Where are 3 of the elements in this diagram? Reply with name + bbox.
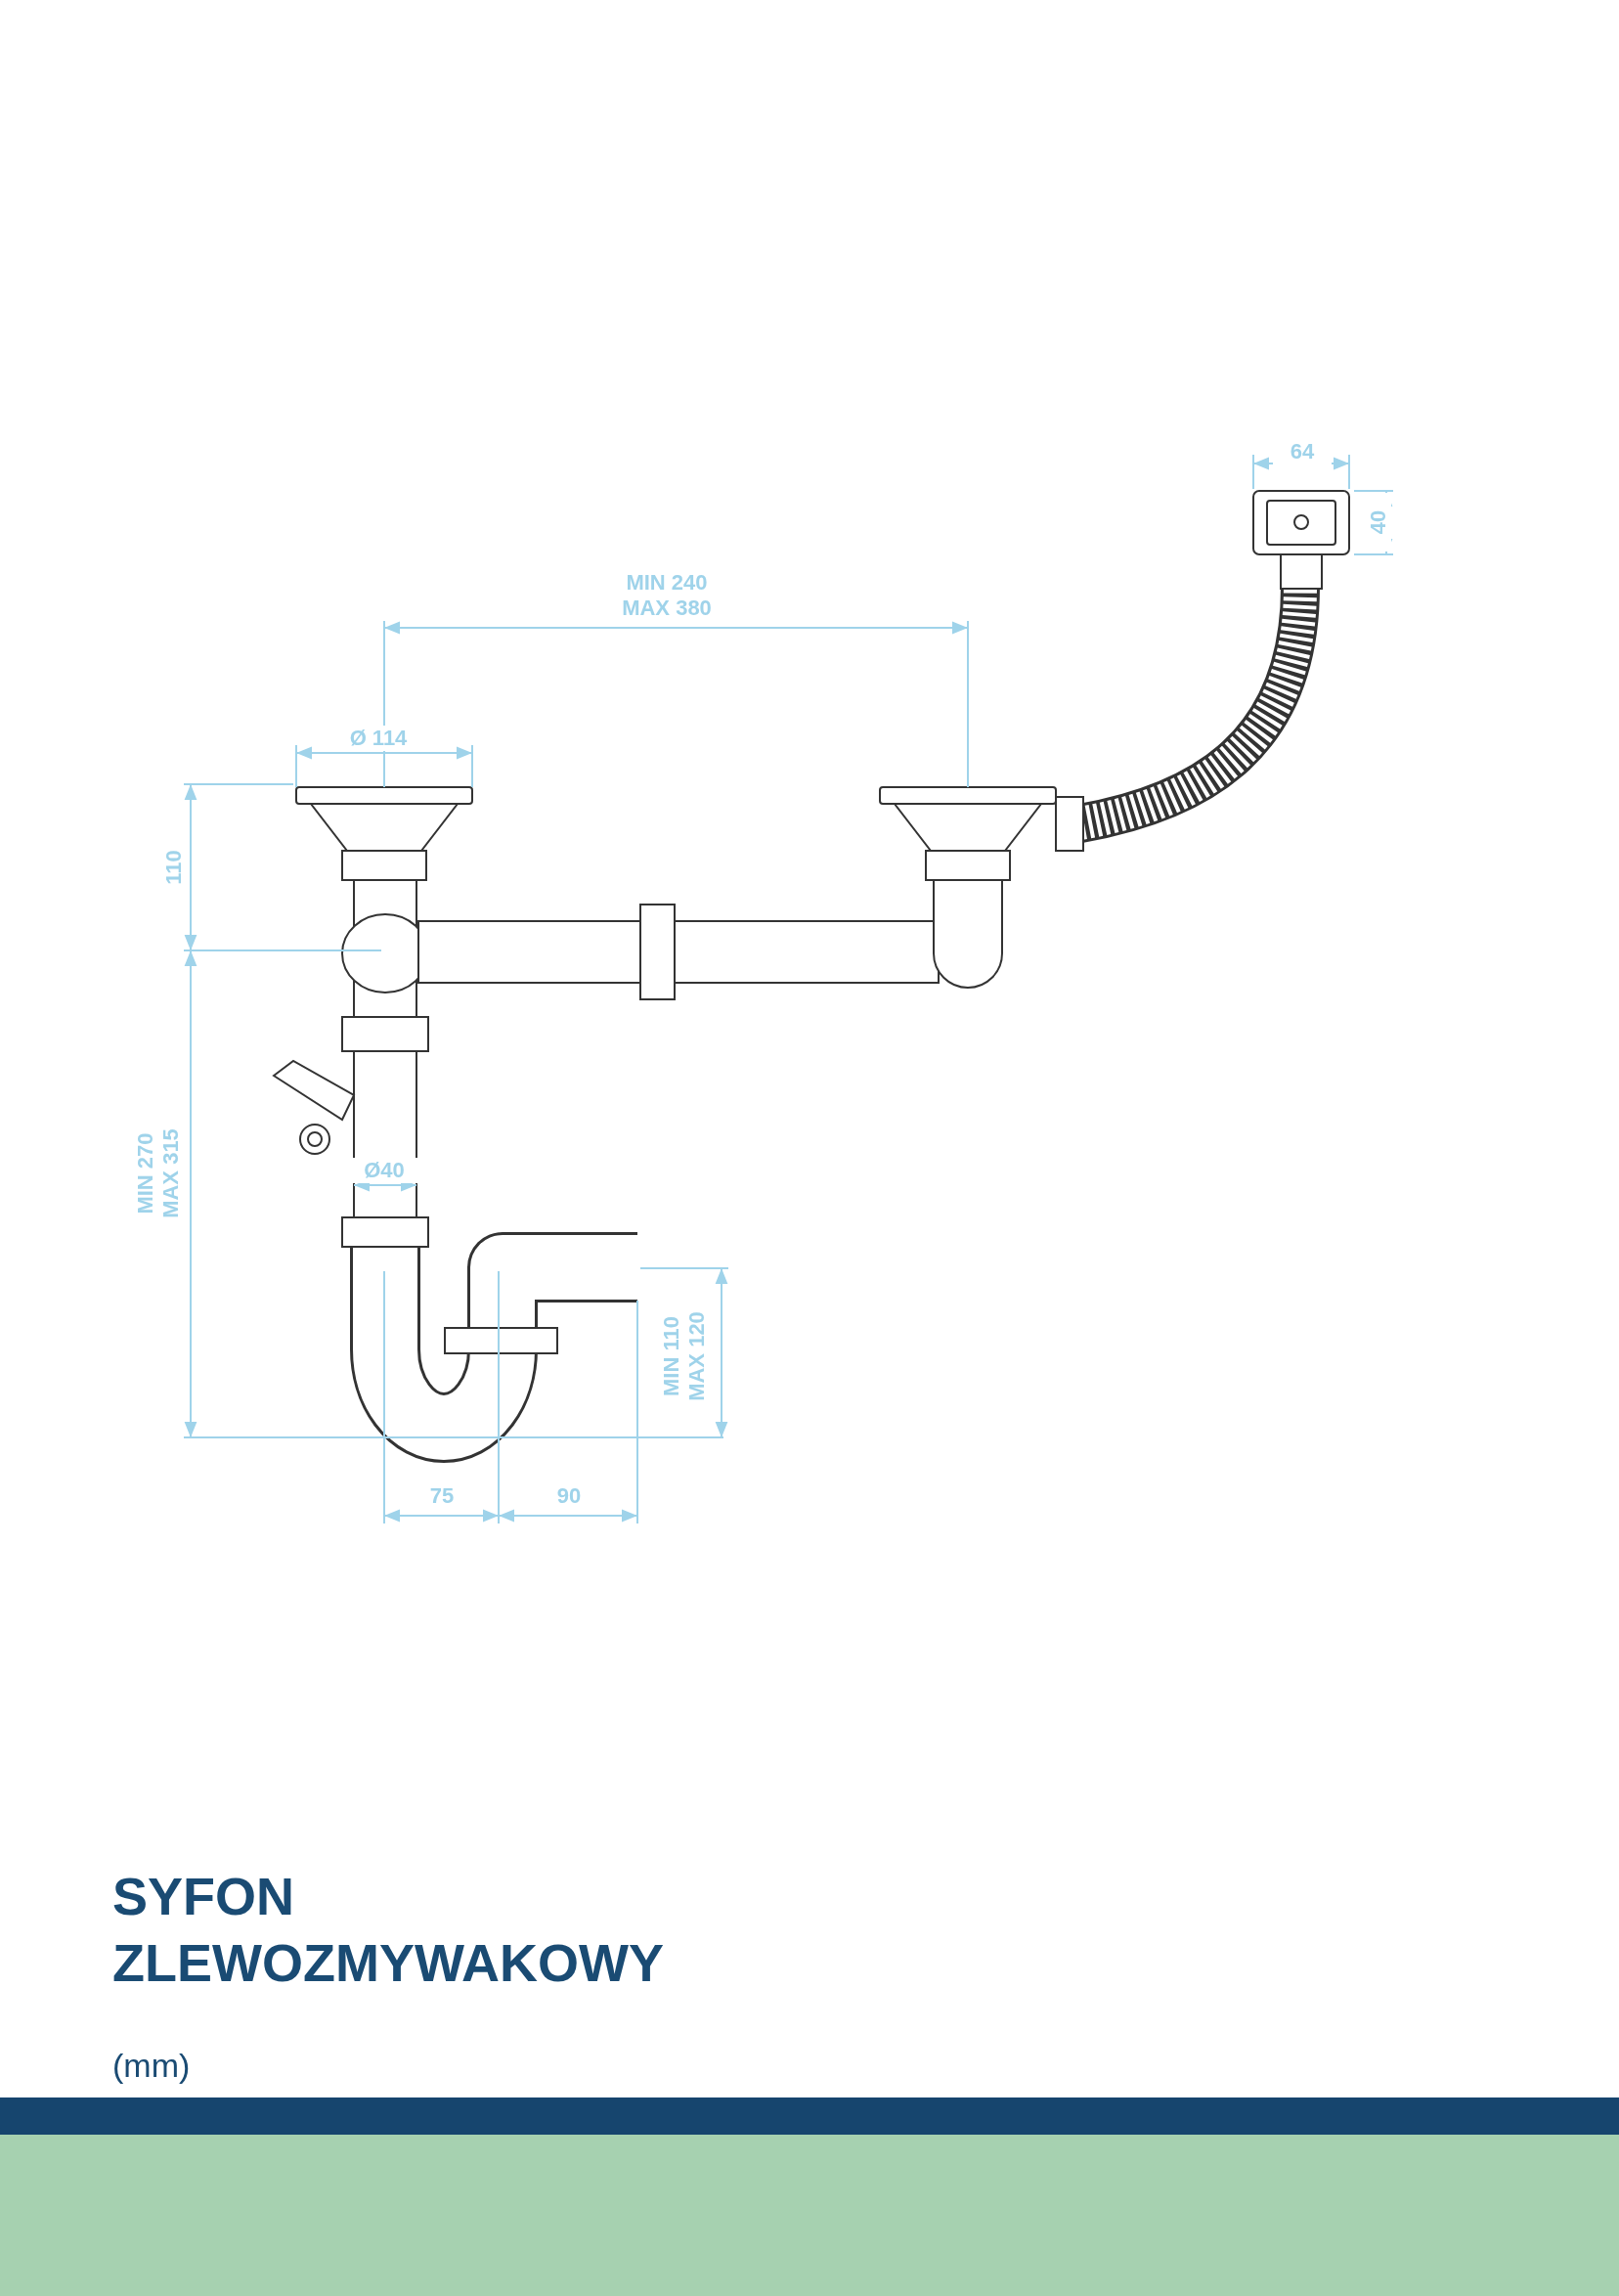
title: SYFON ZLEWOZMYWAKOWY [112,1866,665,1994]
unit-note: (mm) [112,2046,191,2085]
dimension-label: Ø40 [350,1158,418,1183]
